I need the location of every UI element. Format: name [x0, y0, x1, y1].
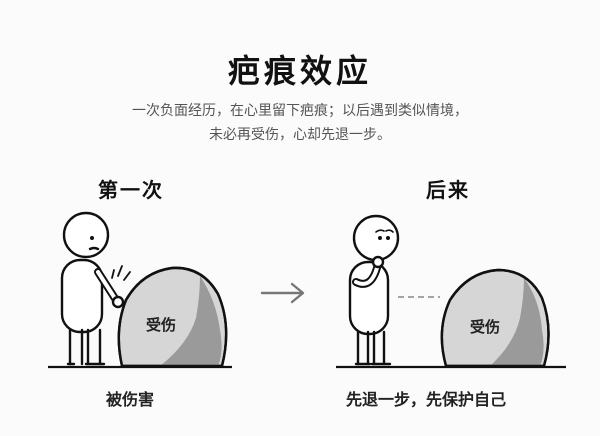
- subtitle-line-1: 一次负面经历，在心里留下疤痕；以后遇到类似情境，: [132, 103, 468, 119]
- rock-icon: 受伤: [440, 268, 550, 368]
- left-caption: 被伤害: [106, 390, 155, 409]
- left-scene: 受伤: [48, 211, 232, 369]
- right-caption: 先退一步，先保护自己: [346, 390, 507, 409]
- right-scene: 受伤: [336, 214, 566, 369]
- right-heading: 后来: [426, 178, 470, 202]
- arrow-right-icon: [260, 282, 305, 304]
- stick-figure-icon: [60, 211, 125, 366]
- pain-marks: [111, 265, 131, 281]
- subtitle-line-2: 未必再受伤，心却先退一步。: [209, 127, 391, 143]
- worried-figure-icon: [348, 214, 400, 366]
- rock-icon: 受伤: [117, 266, 228, 368]
- right-rock-label: 受伤: [470, 318, 500, 336]
- left-heading: 第一次: [98, 178, 164, 202]
- page-title: 疤痕效应: [227, 52, 372, 90]
- left-rock-label: 受伤: [146, 316, 176, 334]
